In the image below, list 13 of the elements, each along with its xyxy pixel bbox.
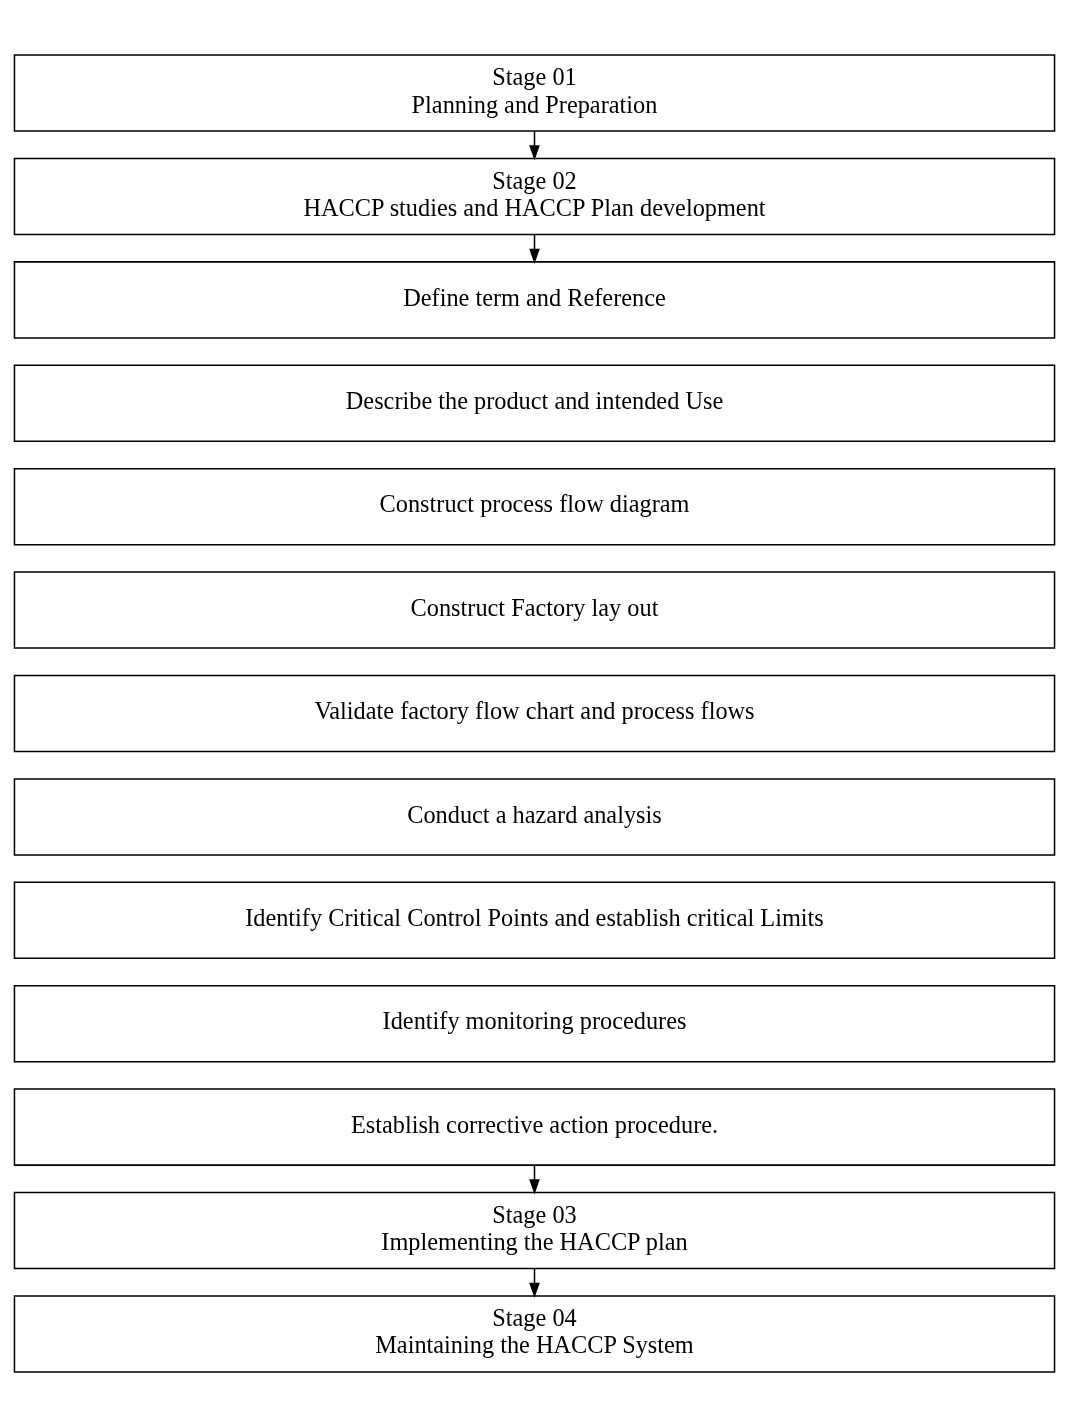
- node-box: Define term and Reference: [13, 261, 1056, 339]
- node-box: Validate factory flow chart and process flows: [13, 674, 1056, 753]
- node-box: Describe the product and intended Use: [13, 364, 1056, 443]
- node-box: Stage 04 Maintaining the HACCP System: [13, 1295, 1056, 1373]
- node-box: Identify Critical Control Points and establish critical Limits: [13, 881, 1056, 960]
- node-box: Stage 01 Planning and Preparation: [13, 54, 1056, 132]
- node-box: Establish corrective action procedure.: [13, 1088, 1056, 1166]
- node-box: Construct process flow diagram: [13, 467, 1056, 546]
- node-box: Construct Factory lay out: [13, 571, 1056, 649]
- node-box: Stage 03 Implementing the HACCP plan: [13, 1191, 1056, 1270]
- node-box: Stage 02 HACCP studies and HACCP Plan development: [13, 157, 1056, 236]
- node-box: Identify monitoring procedures: [13, 984, 1056, 1063]
- node-box: Conduct a hazard analysis: [13, 778, 1056, 856]
